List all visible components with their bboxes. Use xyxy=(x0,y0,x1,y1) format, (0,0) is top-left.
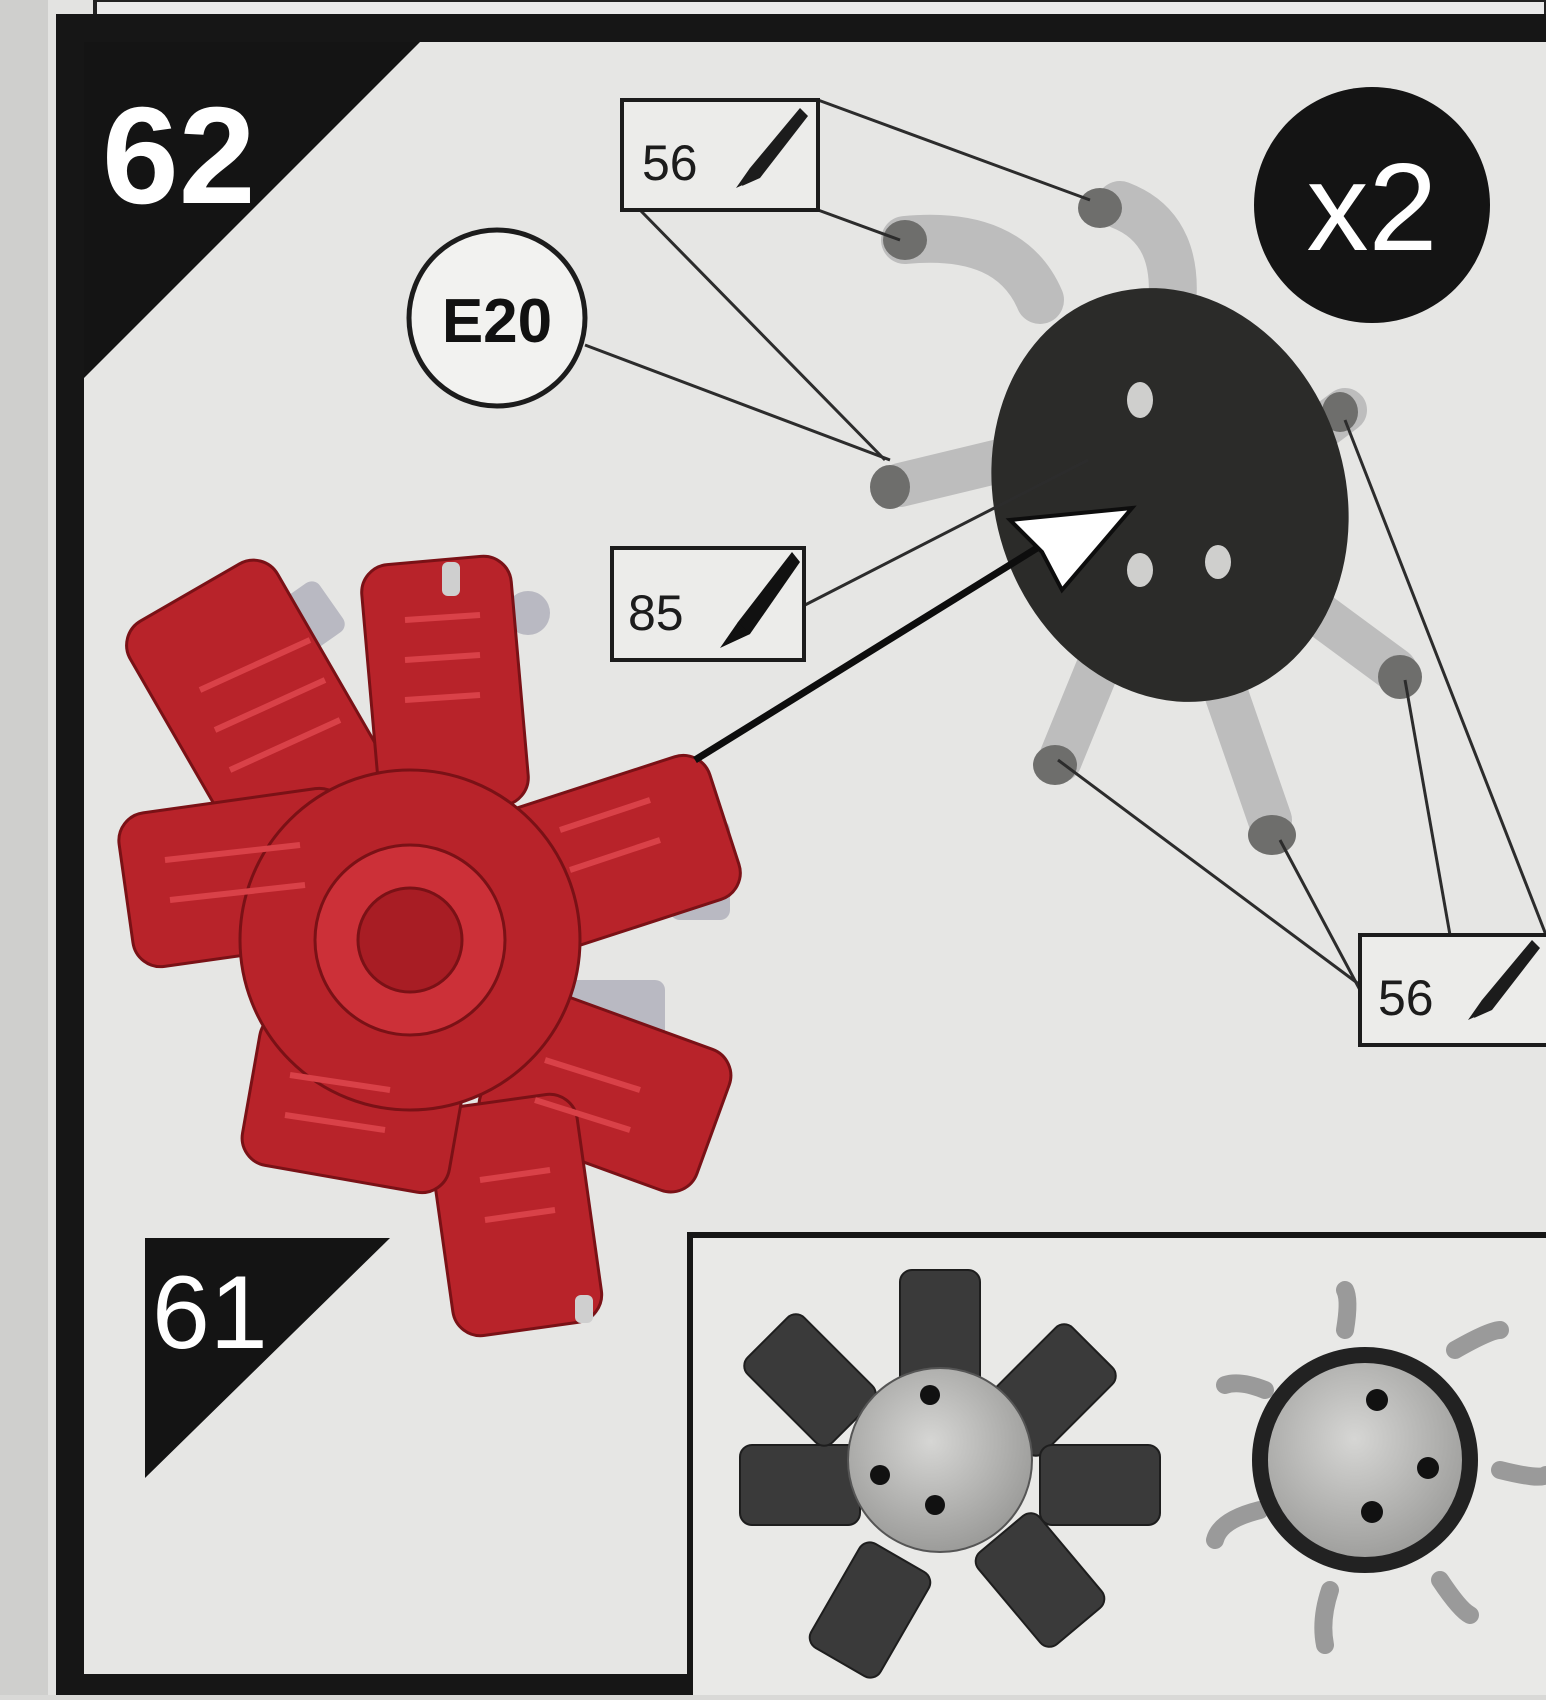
paint-code: 56 xyxy=(642,135,698,191)
paint-callout-middle: 85 xyxy=(612,548,804,660)
step-number: 62 xyxy=(102,79,256,233)
paint-callout-top: 56 xyxy=(622,100,818,210)
paint-callout-bottom-right: 56 xyxy=(1360,935,1546,1045)
quantity-text: x2 xyxy=(1307,139,1438,277)
paint-code: 85 xyxy=(628,585,684,641)
step-number-previous: 61 xyxy=(152,1255,268,1371)
part-number: E20 xyxy=(442,287,552,356)
part-callout-e20: E20 xyxy=(409,230,585,406)
reference-panel xyxy=(690,1235,1546,1695)
paint-code: 56 xyxy=(1378,970,1434,1026)
quantity-badge: x2 xyxy=(1254,87,1490,323)
